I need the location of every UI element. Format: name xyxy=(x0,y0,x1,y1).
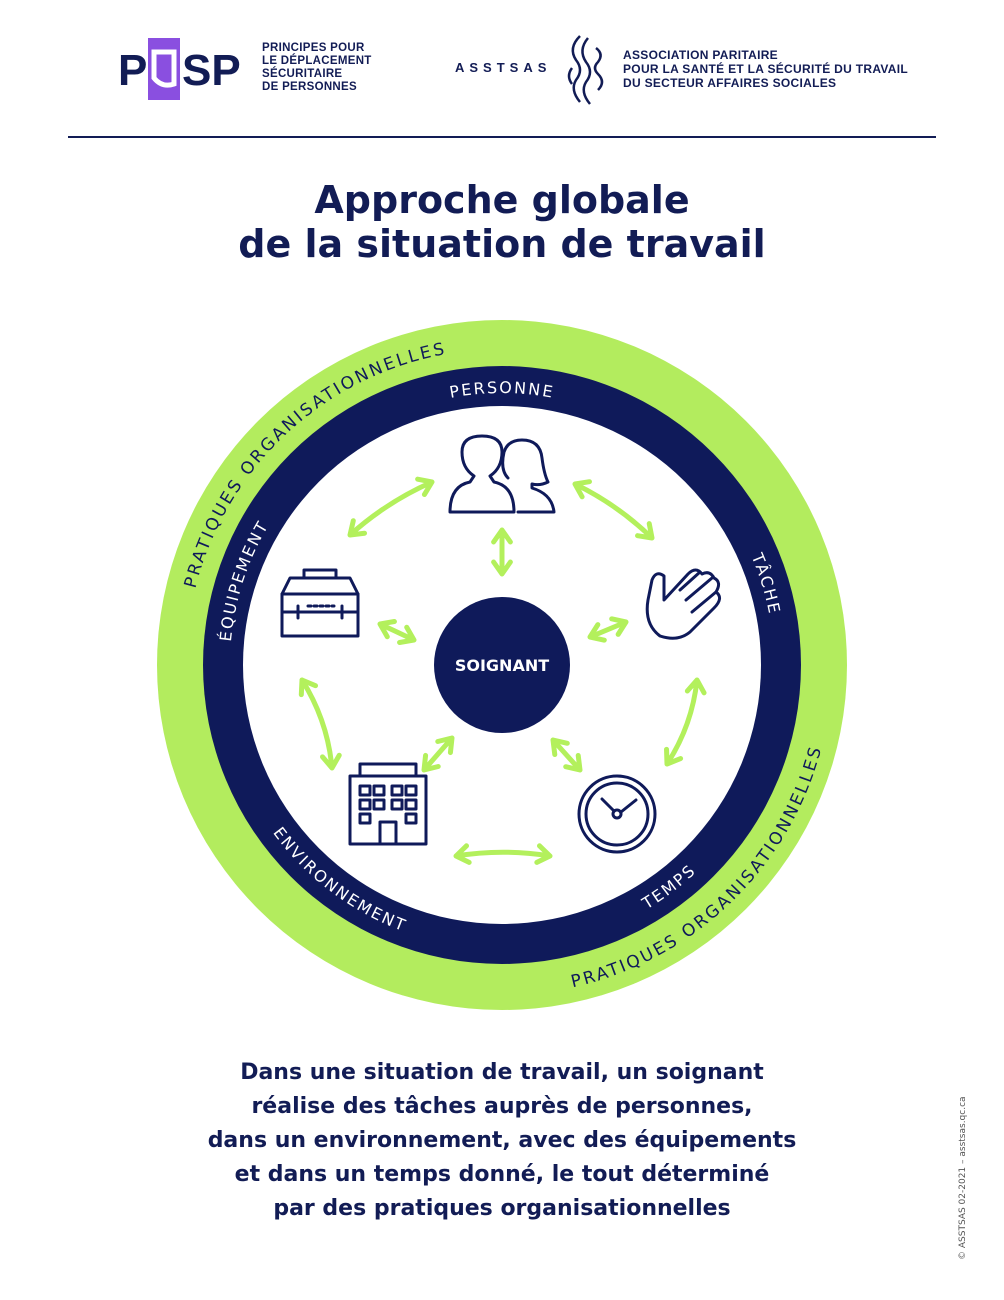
pdsp-line: LE DÉPLACEMENT xyxy=(262,55,372,67)
asstsas-tagline: ASSOCIATION PARITAIRE POUR LA SANTÉ ET L… xyxy=(623,48,908,90)
copyright: © ASSTSAS 02-2021 – asstsas.qc.ca xyxy=(958,1096,968,1260)
svg-text:P: P xyxy=(118,46,147,95)
caption-line: dans un environnement, avec des équipeme… xyxy=(207,1128,797,1153)
title-line: Approche globale xyxy=(314,178,690,222)
hand-icon xyxy=(645,568,721,640)
pdsp-tagline: PRINCIPES POUR LE DÉPLACEMENT SÉCURITAIR… xyxy=(262,42,372,94)
ring-label-personne: PERSONNE xyxy=(448,378,556,402)
center-label: SOIGNANT xyxy=(455,656,549,675)
clock-icon xyxy=(577,774,657,854)
asstsas-line: POUR LA SANTÉ ET LA SÉCURITÉ DU TRAVAIL xyxy=(623,62,909,76)
header-divider xyxy=(68,136,936,138)
asstsas-swirl-icon xyxy=(567,35,604,105)
double-arrow-icon xyxy=(421,735,455,773)
double-arrow-icon xyxy=(347,476,435,538)
asstsas-line: ASSOCIATION PARITAIRE xyxy=(623,48,778,62)
double-arrow-icon xyxy=(298,677,342,771)
double-arrow-icon xyxy=(587,616,629,643)
pdsp-logo: P SP xyxy=(118,38,241,100)
pdsp-line: DE PERSONNES xyxy=(262,81,357,93)
caption-line: Dans une situation de travail, un soigna… xyxy=(240,1060,764,1085)
double-arrow-icon xyxy=(550,737,583,773)
page-title: Approche globale de la situation de trav… xyxy=(0,178,1004,266)
toolbox-icon xyxy=(280,568,360,638)
double-arrow-icon xyxy=(572,479,655,541)
double-arrow-icon xyxy=(491,527,513,577)
double-arrow-icon xyxy=(453,843,553,865)
caption-line: réalise des tâches auprès de personnes, xyxy=(251,1094,753,1119)
asstsas-line: DU SECTEUR AFFAIRES SOCIALES xyxy=(623,76,837,90)
pdsp-line: PRINCIPES POUR xyxy=(262,42,365,54)
building-icon xyxy=(348,762,428,846)
caption-line: par des pratiques organisationnelles xyxy=(273,1196,731,1221)
asstsas-name: ASSTSAS xyxy=(455,60,552,75)
double-arrow-icon xyxy=(377,619,417,645)
pdsp-line: SÉCURITAIRE xyxy=(262,68,343,80)
caption: Dans une situation de travail, un soigna… xyxy=(150,1056,854,1226)
center-circle xyxy=(434,597,570,733)
title-line: de la situation de travail xyxy=(238,222,766,266)
caption-line: et dans un temps donné, le tout détermin… xyxy=(234,1162,770,1187)
svg-text:SP: SP xyxy=(182,46,241,95)
double-arrow-icon xyxy=(664,677,707,767)
people-icon xyxy=(448,434,556,514)
